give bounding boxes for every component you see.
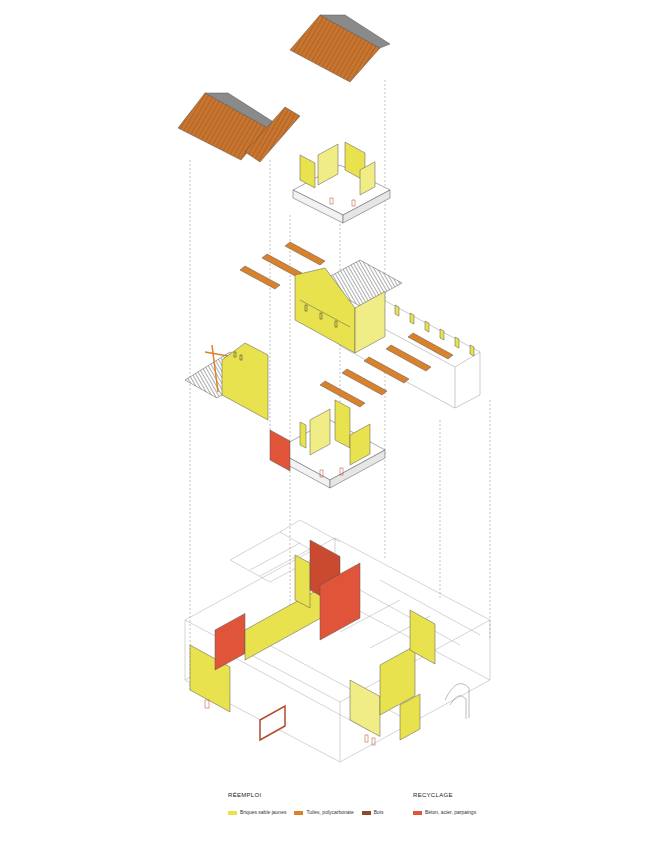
middle-level-part <box>440 329 444 340</box>
legend-heading: RÉEMPLOI <box>228 792 261 798</box>
legend-text: Béton, acier, parpaings <box>425 810 476 815</box>
middle-level-part <box>285 242 325 265</box>
middle-level-part <box>205 352 228 356</box>
ground-panels-part <box>205 700 209 708</box>
alignment-lines-part <box>190 160 191 690</box>
middle-floor <box>270 400 385 488</box>
middle-floor-part <box>350 424 370 465</box>
roofs-part <box>320 15 390 48</box>
ground-panels-part <box>320 563 360 640</box>
ground-building <box>185 520 490 762</box>
ground-panels-part <box>350 680 380 737</box>
alignment-lines-part <box>490 400 491 640</box>
upper-floor-part <box>352 200 355 206</box>
middle-level-part <box>455 337 459 348</box>
middle-level-part <box>240 355 242 360</box>
ground-panels-part <box>400 694 420 740</box>
legend-text: Tuiles, polycarbonate <box>306 810 353 815</box>
ground-building-part <box>250 543 300 570</box>
legend-swatch <box>294 811 303 815</box>
upper-floor-part <box>343 190 390 223</box>
middle-level-part <box>364 357 409 383</box>
legend-item: Bois <box>362 810 384 815</box>
middle-level-part <box>395 305 399 316</box>
ground-panels-part <box>295 555 310 608</box>
alignment-lines-part <box>290 215 291 610</box>
alignment-lines-part <box>440 420 441 600</box>
ground-building-part <box>490 620 491 680</box>
ground-building-part <box>450 696 466 719</box>
middle-floor-part <box>340 468 343 475</box>
middle-level-part <box>335 321 337 327</box>
roofs-part <box>290 15 380 82</box>
ground-building-part <box>230 655 370 731</box>
middle-level <box>185 242 480 420</box>
ground-building-part <box>445 684 469 718</box>
legend-swatch <box>362 811 371 815</box>
middle-level-part <box>386 345 431 371</box>
middle-level-part <box>320 381 365 407</box>
upper-floor <box>293 142 390 223</box>
upper-floor-part <box>330 198 333 204</box>
middle-floor-part <box>300 422 306 448</box>
roofs-part <box>205 93 275 128</box>
middle-level-part <box>340 290 480 408</box>
legend-item: Briques sable jaunes <box>228 810 286 815</box>
ground-panels-part <box>245 583 330 660</box>
middle-level-part <box>425 321 429 332</box>
middle-level-part <box>320 313 322 319</box>
upper-floor-part <box>318 144 338 185</box>
legend-swatch <box>228 811 237 815</box>
heading-text: RECYCLAGE <box>413 792 453 798</box>
middle-level-part <box>240 266 280 289</box>
ground-panels-part <box>260 706 285 740</box>
middle-level-part <box>234 352 236 357</box>
legend-item: Béton, acier, parpaings <box>413 810 476 815</box>
middle-floor-part <box>335 400 350 448</box>
ground-building-part <box>280 520 340 542</box>
ground-panels-part <box>410 610 435 664</box>
legend-text: Briques sable jaunes <box>240 810 286 815</box>
ground-panels <box>190 540 435 745</box>
middle-level-part <box>212 345 218 392</box>
middle-floor-part <box>270 430 290 471</box>
middle-floor-part <box>310 409 330 455</box>
middle-level-part <box>342 369 387 395</box>
middle-level-part <box>408 333 453 359</box>
ground-building-part <box>340 702 341 762</box>
middle-level-part <box>410 313 414 324</box>
ground-panels-part <box>215 614 245 671</box>
alignment-lines-part <box>270 160 271 430</box>
upper-floor-part <box>360 162 375 195</box>
upper-floor-part <box>300 155 315 188</box>
heading-text: RÉEMPLOI <box>228 792 261 798</box>
middle-level-part <box>300 300 350 327</box>
upper-floor-part <box>293 190 343 223</box>
middle-level-part <box>455 352 480 367</box>
ground-panels-part <box>372 738 375 745</box>
roofs <box>178 15 390 162</box>
middle-level-part <box>455 367 456 408</box>
alignment-lines <box>190 80 490 690</box>
ground-building-part <box>185 538 490 702</box>
middle-floor-part <box>320 470 323 477</box>
roofs-part <box>245 107 300 162</box>
legend-item: Tuiles, polycarbonate <box>294 810 353 815</box>
legend-swatch <box>413 811 422 815</box>
legend-heading: RECYCLAGE <box>413 792 453 798</box>
middle-level-part <box>305 305 307 311</box>
middle-level-part <box>262 254 302 277</box>
middle-level-part <box>222 343 268 420</box>
ground-building-part <box>185 620 186 680</box>
middle-level-part <box>355 292 385 354</box>
middle-level-part <box>470 345 474 356</box>
middle-level-part <box>295 268 355 353</box>
legend-text: Bois <box>374 810 384 815</box>
ground-panels-part <box>365 735 368 742</box>
